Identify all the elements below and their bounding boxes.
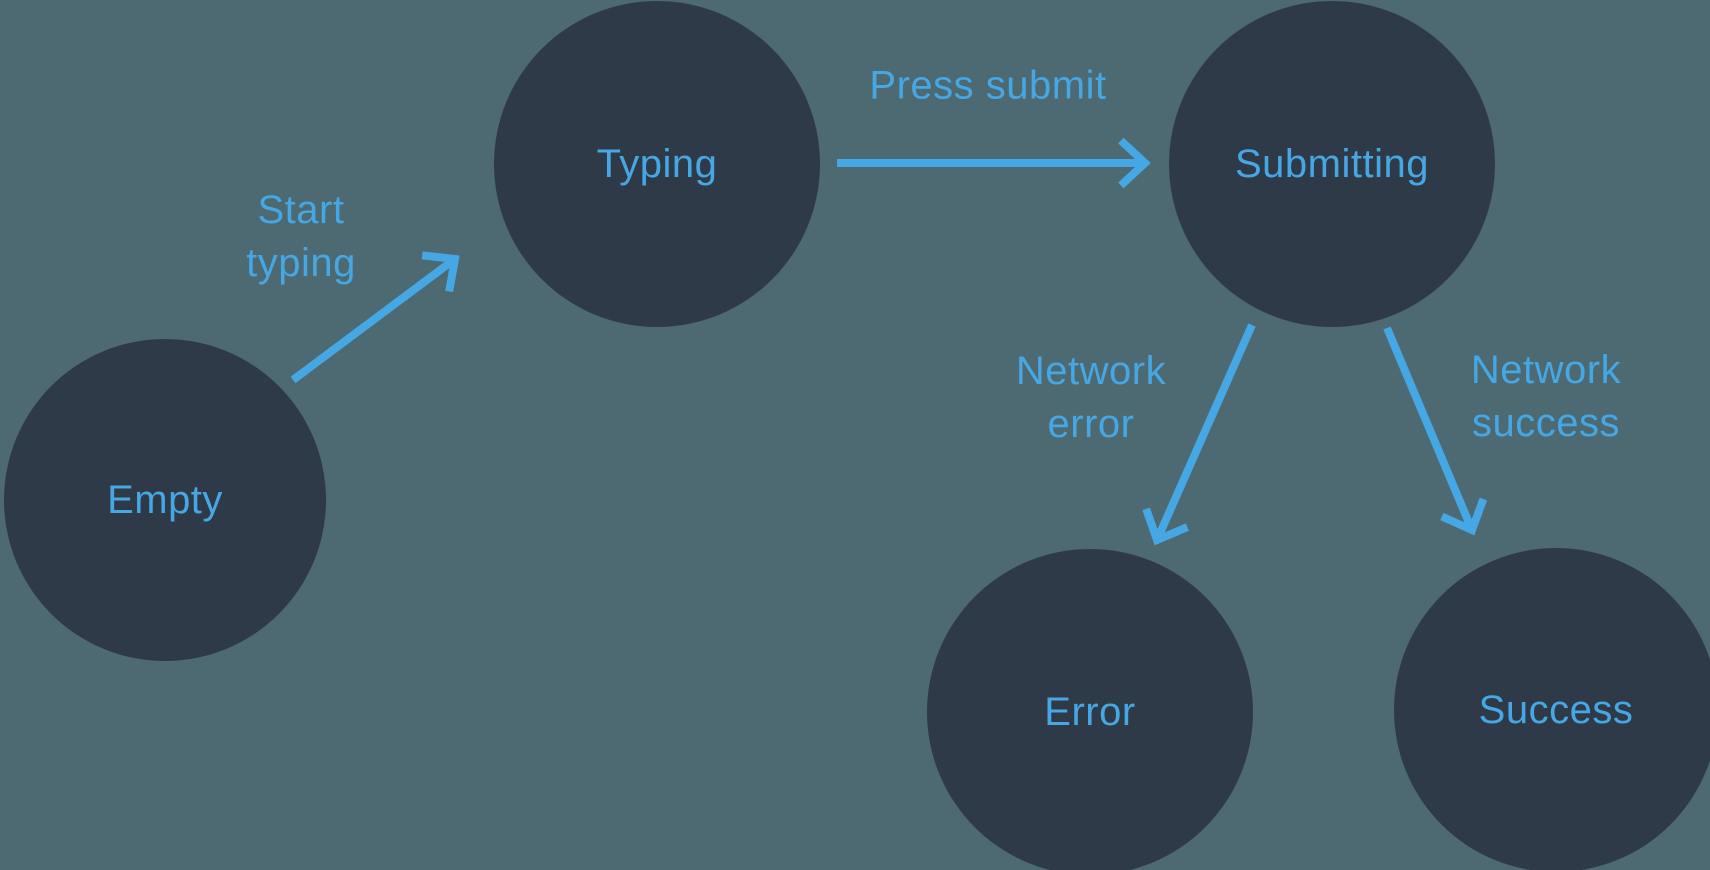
- edge-label-network-error: Network error: [1016, 345, 1166, 451]
- edge-label-start-typing: Start typing: [246, 184, 356, 290]
- arrow-shaft: [1383, 326, 1476, 532]
- edge-label-line: typing: [246, 241, 356, 285]
- edge-label-line: Network: [1015, 349, 1167, 393]
- state-node-success: Success: [1394, 548, 1710, 870]
- transition-arrow-network-success: [1383, 326, 1488, 536]
- transition-arrow-press-submit: [837, 137, 1151, 189]
- state-node-label-submitting: Submitting: [1235, 141, 1429, 186]
- edge-label-line: Press submit: [869, 63, 1107, 108]
- arrow-shaft: [1153, 323, 1256, 542]
- arrowhead-icon: [1142, 507, 1189, 546]
- state-node-label-empty: Empty: [107, 477, 223, 522]
- edge-label-press-submit: Press submit: [869, 60, 1106, 113]
- state-node-label-typing: Typing: [596, 141, 718, 186]
- arrowhead-icon: [1118, 137, 1151, 189]
- state-node-error: Error: [927, 549, 1253, 870]
- arrow-shaft: [290, 255, 458, 384]
- state-node-label-error: Error: [1044, 689, 1136, 734]
- edge-label-network-success: Network success: [1471, 344, 1621, 450]
- transition-arrow-network-error: [1142, 323, 1256, 546]
- state-node-submitting: Submitting: [1169, 1, 1495, 327]
- edge-label-line: success: [1471, 401, 1620, 445]
- state-node-empty: Empty: [4, 339, 326, 661]
- edge-label-line: error: [1047, 402, 1135, 446]
- state-node-label-success: Success: [1478, 687, 1634, 732]
- state-node-typing: Typing: [494, 1, 820, 327]
- arrowhead-icon: [421, 251, 460, 293]
- transition-arrow-start-typing: [290, 251, 460, 384]
- arrowhead-icon: [1440, 497, 1488, 536]
- edge-label-line: Start: [257, 188, 345, 232]
- edge-label-line: Network: [1470, 348, 1622, 392]
